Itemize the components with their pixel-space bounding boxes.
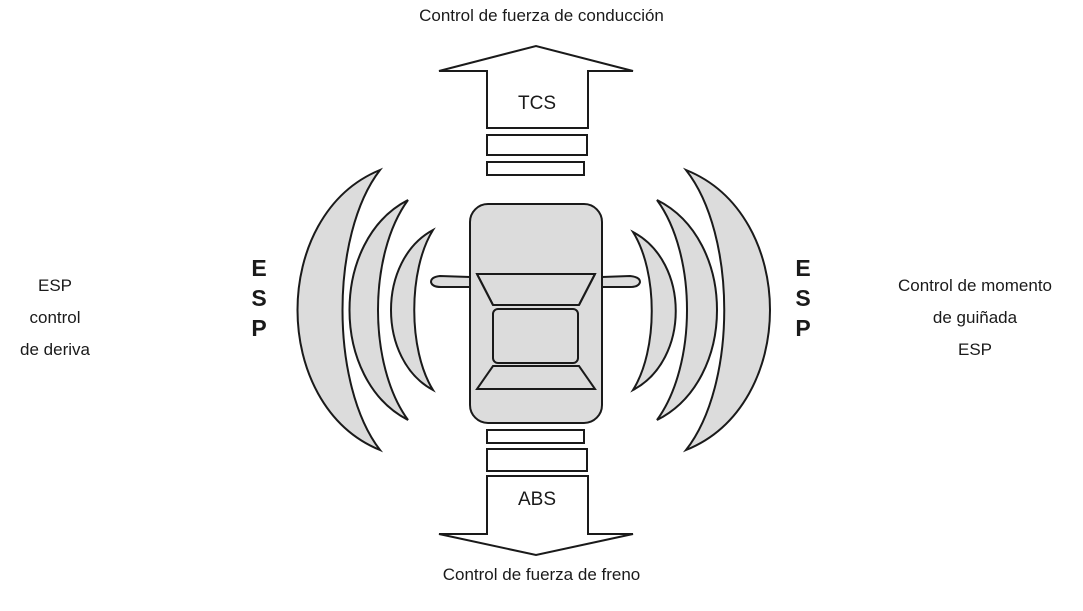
- drift-control-line-2: control: [29, 308, 81, 327]
- esp-letter-p: P: [251, 315, 267, 341]
- esp-letter-s: S: [795, 285, 811, 311]
- left-mirror: [429, 274, 471, 288]
- tcs-label: TCS: [518, 93, 556, 114]
- lower-plate-inner: [486, 429, 585, 444]
- right-esp-arcs: [630, 167, 771, 453]
- rear-window: [475, 365, 597, 390]
- yaw-control-line-1: Control de momento: [897, 276, 1053, 295]
- left-esp-arcs: [296, 167, 436, 453]
- brake-force-control-label: Control de fuerza de freno: [442, 565, 641, 584]
- drift-control-line-3: de deriva: [20, 340, 90, 359]
- upper-plate-inner: [486, 161, 585, 176]
- left-arc-middle: [348, 199, 409, 421]
- esp-letter-e: E: [795, 255, 811, 281]
- yaw-moment-control-label: Control de momento de guiñada ESP: [870, 270, 1080, 366]
- drift-control-line-1: ESP: [37, 276, 73, 295]
- brake-force-arrow: [438, 475, 634, 557]
- esp-vertical-right: E S P: [788, 253, 818, 343]
- drift-control-label: ESP control de deriva: [0, 270, 110, 366]
- right-mirror: [601, 274, 642, 288]
- lower-plate-outer: [486, 448, 588, 472]
- right-arc-middle: [656, 199, 718, 421]
- right-arc-outer: [682, 167, 771, 453]
- right-arc-inner: [630, 229, 677, 393]
- drive-force-control-label: Control de fuerza de conducción: [419, 6, 664, 25]
- esp-letter-p: P: [795, 315, 811, 341]
- esp-letter-e: E: [251, 255, 267, 281]
- esp-letter-s: S: [251, 285, 267, 311]
- car-roof: [492, 308, 579, 364]
- abs-label: ABS: [517, 489, 557, 510]
- left-arc-outer: [296, 167, 384, 453]
- car: [429, 203, 642, 424]
- drive-force-arrow: [438, 44, 634, 129]
- left-arc-inner: [390, 227, 436, 393]
- upper-plate-outer: [486, 134, 588, 156]
- yaw-control-line-2: de guiñada: [932, 308, 1018, 327]
- esp-vertical-left: E S P: [244, 253, 274, 343]
- yaw-control-line-3: ESP: [957, 340, 993, 359]
- front-windshield: [475, 273, 597, 306]
